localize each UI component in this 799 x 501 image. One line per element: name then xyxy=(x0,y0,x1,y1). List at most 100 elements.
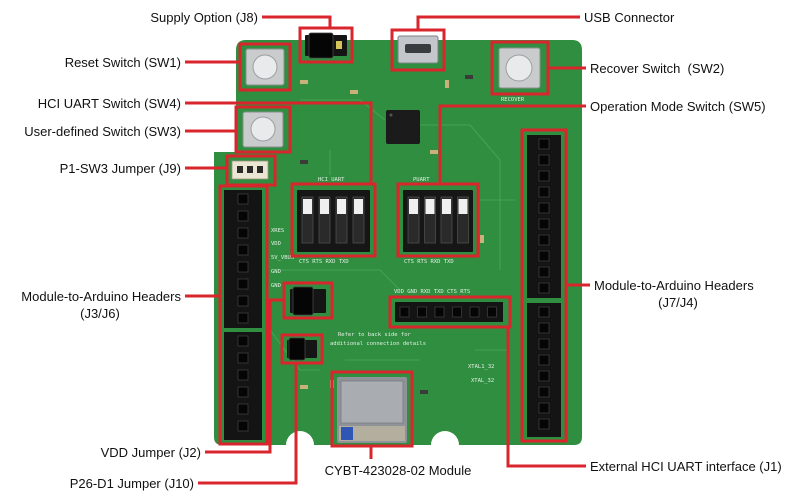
box-external-hci-uart xyxy=(388,295,512,329)
dip-switch-body xyxy=(297,190,370,252)
header-pin xyxy=(538,266,550,278)
p26-d1-jumper xyxy=(287,337,317,361)
silk-gnd: GND xyxy=(271,283,281,289)
line-operation-mode-switch xyxy=(438,104,586,184)
connector-pin xyxy=(257,166,263,173)
user-defined-switch xyxy=(242,111,284,148)
label-p1-sw3-jumper: P1-SW3 Jumper (J9) xyxy=(60,161,181,176)
dip-lever xyxy=(409,199,418,214)
label-recover-switch: Recover Switch (SW2) xyxy=(590,61,724,76)
hci-uart-switch xyxy=(297,190,370,252)
header-pin xyxy=(237,210,249,222)
reset-switch xyxy=(245,48,285,86)
header-pin xyxy=(538,154,550,166)
dip-slot xyxy=(407,196,420,244)
switch-button xyxy=(250,116,276,142)
connector-pin xyxy=(237,166,243,173)
smd-component xyxy=(480,235,484,243)
header-pin xyxy=(237,352,249,364)
header-pin xyxy=(237,335,249,347)
box-reset-switch xyxy=(238,42,292,92)
label-hci-uart-switch: HCI UART Switch (SW4) xyxy=(38,96,181,111)
silk-sw5-pins: CTS RTS RXD TXD xyxy=(404,259,454,265)
header-pin xyxy=(237,386,249,398)
header-pin xyxy=(538,282,550,294)
header-pin xyxy=(237,420,249,432)
right-arduino-headers xyxy=(527,135,561,437)
header-pin xyxy=(538,218,550,230)
header-pin xyxy=(417,306,427,318)
line-p26-d1-jumper xyxy=(198,363,298,485)
silk-vdd: VDD xyxy=(271,241,281,247)
header-pin xyxy=(538,338,550,350)
dip-switch-body xyxy=(403,190,473,252)
silk-sw4-pins: CTS RTS RXD TXD xyxy=(299,259,349,265)
smd-component xyxy=(300,160,308,164)
header-pin xyxy=(538,386,550,398)
label-left-headers: Module-to-Arduino Headers xyxy=(21,289,181,304)
silk-hci-uart: HCI UART xyxy=(318,177,345,183)
header-pin xyxy=(399,306,410,318)
jumper-cap xyxy=(292,286,314,316)
jumper-cap xyxy=(288,337,306,361)
jumper-cap xyxy=(308,32,334,59)
header-pin xyxy=(538,202,550,214)
p1-sw3-jumper xyxy=(231,160,269,180)
silk-xtal1: XTAL1_32 xyxy=(468,364,495,370)
smd-component xyxy=(445,80,449,88)
box-p26-d1-jumper xyxy=(280,333,324,365)
smd-component xyxy=(350,90,358,94)
silk-5v-vbus: 5V_VBUS xyxy=(271,255,294,261)
smd-component xyxy=(300,80,308,84)
module-antenna xyxy=(341,427,353,440)
smd-component xyxy=(430,150,438,154)
header-pin xyxy=(237,403,249,415)
header-pin xyxy=(538,250,550,262)
module-shield xyxy=(340,380,404,424)
label-usb-connector: USB Connector xyxy=(584,10,675,25)
header-pin xyxy=(237,312,249,324)
header-pin xyxy=(538,370,550,382)
line-supply-option xyxy=(262,15,332,28)
label-module: CYBT-423028-02 Module xyxy=(325,463,472,478)
header-pin xyxy=(538,170,550,182)
header-pin xyxy=(538,322,550,334)
line-vdd-jumper xyxy=(205,298,284,454)
jumper-pin xyxy=(336,41,342,49)
line-hci-uart-switch xyxy=(185,101,373,184)
header-pin xyxy=(237,278,249,290)
operation-mode-switch xyxy=(403,190,473,252)
header-pin xyxy=(434,306,445,318)
dip-lever xyxy=(425,199,435,214)
dip-lever xyxy=(303,199,312,214)
header-pin xyxy=(237,244,249,256)
silk-note-line1: Refer to back side for xyxy=(338,332,412,338)
header-pin xyxy=(237,193,249,205)
label-left-headers-ref: (J3/J6) xyxy=(80,306,120,321)
switch-button xyxy=(252,54,278,80)
pcb-trace xyxy=(420,124,501,270)
box-hci-uart-switch xyxy=(290,182,377,258)
dip-slot xyxy=(352,196,365,244)
dip-slot xyxy=(440,196,453,244)
label-right-headers: Module-to-Arduino Headers xyxy=(594,278,754,293)
header-pin xyxy=(469,306,480,318)
label-external-hci-uart: External HCI UART interface (J1) xyxy=(590,459,782,474)
recover-switch xyxy=(498,47,541,89)
silk-recover: RECOVER xyxy=(501,97,525,103)
label-user-defined-switch: User-defined Switch (SW3) xyxy=(24,124,181,139)
label-reset-switch: Reset Switch (SW1) xyxy=(65,55,181,70)
dip-slot xyxy=(424,196,436,244)
label-p26-d1-jumper: P26-D1 Jumper (J10) xyxy=(70,476,194,491)
smd-component xyxy=(300,385,308,389)
line-usb-connector xyxy=(416,15,580,30)
pcb-board: RECOVER xyxy=(214,32,582,445)
label-supply-option: Supply Option (J8) xyxy=(150,10,258,25)
silk-j1-pins: VDD GND RXD TXD CTS RTS xyxy=(394,289,470,295)
silk-gnd: GND xyxy=(271,269,281,275)
main-chip xyxy=(386,110,420,144)
module-antenna-area xyxy=(339,426,405,441)
header-pin xyxy=(538,234,550,246)
header-pin xyxy=(538,138,550,150)
chip-pin1-mark xyxy=(389,113,393,117)
